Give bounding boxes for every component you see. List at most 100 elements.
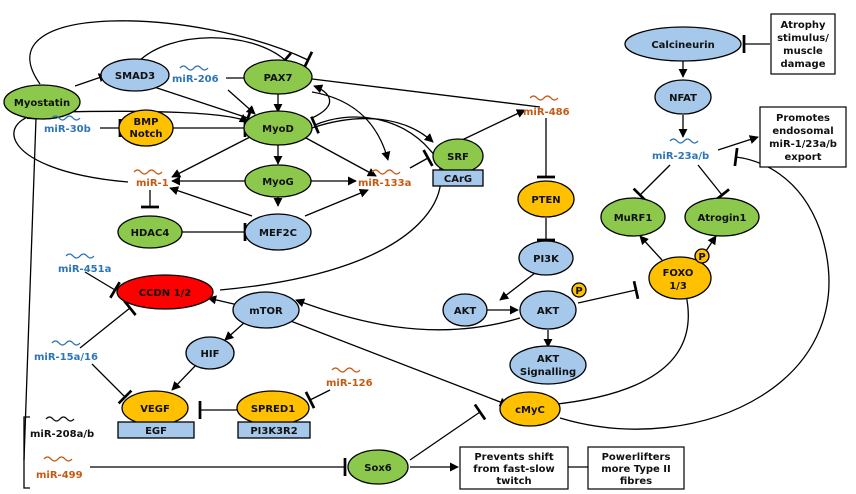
edge-hif-vegf bbox=[171, 364, 197, 391]
node-sox6: Sox6 bbox=[347, 449, 409, 485]
svg-text:fibres: fibres bbox=[620, 476, 652, 487]
svg-text:AKT: AKT bbox=[537, 306, 559, 317]
svg-text:HDAC4: HDAC4 bbox=[131, 228, 170, 239]
svg-text:MyoD: MyoD bbox=[262, 124, 294, 135]
node-hdac4: HDAC4 bbox=[117, 215, 183, 249]
svg-text:P: P bbox=[575, 286, 582, 297]
mirna-mir133a: miR-133a bbox=[358, 169, 411, 189]
edge-foxo-murf1 bbox=[639, 235, 663, 261]
svg-text:CCDN 1/2: CCDN 1/2 bbox=[139, 288, 191, 299]
node-spred1: SPRED1 bbox=[236, 390, 310, 426]
node-myod: MyoD bbox=[243, 110, 313, 146]
edge-myod-srf bbox=[311, 117, 434, 143]
edge-akt-foxo bbox=[577, 280, 640, 304]
phospho-badge-foxo: P bbox=[694, 248, 710, 264]
node-akt-signalling: AKT Signalling bbox=[509, 345, 587, 385]
svg-text:stimulus/: stimulus/ bbox=[777, 33, 829, 44]
node-bmp-notch: BMP Notch bbox=[118, 109, 174, 147]
svg-text:Notch: Notch bbox=[129, 129, 162, 140]
node-vegf: VEGF bbox=[121, 390, 189, 426]
svg-text:SPRED1: SPRED1 bbox=[251, 404, 295, 415]
box-endosomal-export: Promotes endosomal miR-1/23a/b export bbox=[759, 106, 847, 168]
svg-text:miR-451a: miR-451a bbox=[58, 264, 111, 275]
edge-mir126-spred1 bbox=[304, 389, 331, 409]
mirna-mir23ab: miR-23a/b bbox=[652, 138, 709, 162]
svg-text:MyoG: MyoG bbox=[262, 177, 294, 188]
svg-text:Calcineurin: Calcineurin bbox=[651, 40, 714, 51]
node-myostatin: Myostatin bbox=[3, 84, 81, 120]
mirna-mir206: miR-206 bbox=[172, 65, 219, 85]
node-ccdn: CCDN 1/2 bbox=[116, 274, 214, 310]
svg-text:Powerlifters: Powerlifters bbox=[602, 452, 671, 463]
svg-text:MEF2C: MEF2C bbox=[259, 228, 297, 239]
edge-pi3k-akt bbox=[499, 272, 536, 301]
svg-text:miR-486: miR-486 bbox=[523, 107, 570, 118]
svg-text:MuRF1: MuRF1 bbox=[614, 213, 653, 224]
svg-text:muscle: muscle bbox=[783, 46, 823, 57]
svg-text:FOXO: FOXO bbox=[663, 268, 694, 279]
node-pax7: PAX7 bbox=[243, 59, 313, 95]
svg-text:miR-1: miR-1 bbox=[136, 178, 169, 189]
svg-text:SMAD3: SMAD3 bbox=[115, 71, 155, 82]
svg-text:miR-499: miR-499 bbox=[36, 470, 83, 481]
svg-text:EGF: EGF bbox=[145, 426, 167, 437]
svg-text:miR-126: miR-126 bbox=[326, 378, 373, 389]
svg-text:Myostatin: Myostatin bbox=[14, 98, 70, 109]
svg-text:PI3K3R2: PI3K3R2 bbox=[250, 426, 297, 437]
svg-text:damage: damage bbox=[780, 59, 825, 70]
node-akt-right: AKT bbox=[519, 290, 577, 330]
node-calcineurin: Calcineurin bbox=[624, 26, 742, 62]
svg-text:PTEN: PTEN bbox=[531, 195, 560, 206]
node-murf1: MuRF1 bbox=[600, 197, 666, 237]
edge-mef2c-mir1 bbox=[169, 186, 253, 217]
svg-text:export: export bbox=[785, 152, 822, 163]
svg-text:HIF: HIF bbox=[201, 349, 220, 360]
node-hif: HIF bbox=[185, 336, 235, 370]
node-mef2c: MEF2C bbox=[244, 213, 312, 251]
edge-sox6-cmyc bbox=[409, 403, 487, 461]
mirna-mir30b: miR-30b bbox=[44, 115, 91, 135]
edge-mir1516-ccdn bbox=[79, 300, 137, 349]
edge-mir206-myod bbox=[227, 89, 256, 115]
edge-smad3-myod bbox=[144, 83, 253, 128]
edge-mtor-hif bbox=[224, 321, 246, 341]
node-cmyc: cMyC bbox=[499, 391, 561, 427]
node-mtor: mTOR bbox=[232, 291, 300, 329]
edge-mir451a-ccdn bbox=[84, 271, 121, 299]
mirna-mir126: miR-126 bbox=[326, 367, 373, 389]
edge-akt-mtor bbox=[295, 298, 521, 331]
svg-text:AKT: AKT bbox=[454, 306, 476, 317]
svg-text:VEGF: VEGF bbox=[140, 404, 170, 415]
edge-cmyc-mir23 bbox=[559, 147, 830, 430]
svg-text:Sox6: Sox6 bbox=[364, 463, 392, 474]
edge-myod-mir133a bbox=[305, 137, 377, 177]
edge-smad3-pax7 bbox=[137, 37, 292, 68]
edge-foxo-cmyc bbox=[545, 294, 689, 415]
edge-myod-pax7-arc bbox=[311, 84, 331, 119]
svg-text:PI3K: PI3K bbox=[533, 254, 560, 265]
edge-ccdn-myod bbox=[219, 116, 442, 291]
edge-pax7-mir133a bbox=[311, 91, 391, 161]
mirna-mir208ab: miR-208a/b bbox=[30, 416, 94, 440]
node-pi3k3r2: PI3K3R2 bbox=[237, 421, 311, 439]
node-foxo: FOXO 1/3 bbox=[648, 256, 712, 300]
node-myog: MyoG bbox=[244, 164, 312, 198]
svg-text:BMP: BMP bbox=[134, 117, 159, 128]
edge-mtor-ccdn bbox=[207, 295, 239, 306]
edge-mir133a-srf bbox=[409, 149, 434, 169]
edge-myod-mir1 bbox=[171, 135, 253, 178]
edge-mir23-atrogin1 bbox=[697, 164, 730, 202]
edge-loop-to-pax7 bbox=[29, 20, 314, 85]
svg-text:cMyC: cMyC bbox=[515, 405, 545, 416]
svg-text:miR-15a/16: miR-15a/16 bbox=[34, 352, 98, 363]
mirna-mir486: miR-486 bbox=[523, 95, 570, 118]
edge-mtor-cmyc bbox=[287, 319, 509, 407]
edge-mir23-murf1 bbox=[632, 164, 671, 203]
svg-text:more Type II: more Type II bbox=[601, 464, 671, 475]
node-pten: PTEN bbox=[517, 180, 575, 218]
svg-text:miR-206: miR-206 bbox=[172, 74, 219, 85]
svg-text:Atrophy: Atrophy bbox=[780, 20, 826, 31]
mirna-mir451a: miR-451a bbox=[58, 253, 111, 275]
svg-text:miR-30b: miR-30b bbox=[44, 124, 91, 135]
